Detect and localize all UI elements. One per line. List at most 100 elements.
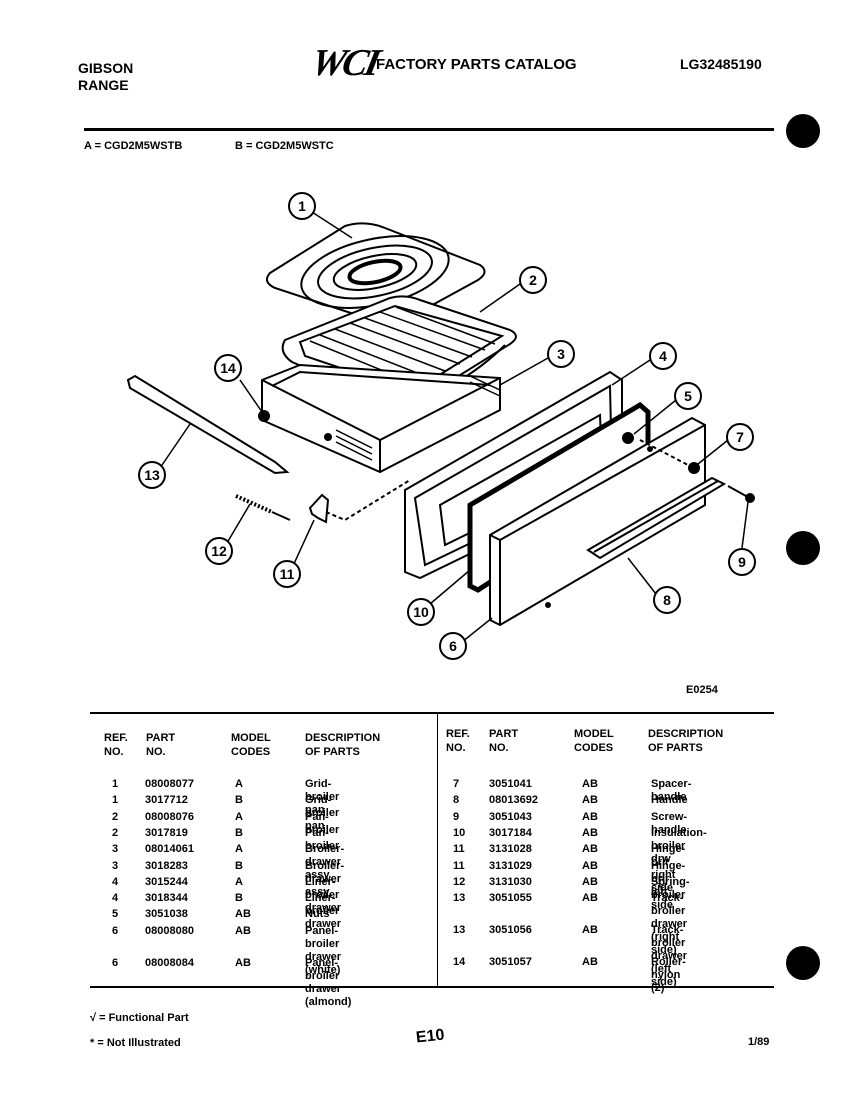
cell-desc: Roller-nylon (2) [651,956,686,995]
cell-model: B [235,794,243,807]
callout-5: 5 [674,382,702,410]
cell-ref: 1 [112,794,119,807]
svg-text:2: 2 [529,272,537,288]
svg-text:12: 12 [211,543,227,559]
table-top-rule [90,712,774,714]
svg-text:3: 3 [557,346,565,362]
cell-part: 3051056 [489,924,532,937]
callout-4: 4 [649,342,677,370]
callout-11: 11 [273,560,301,588]
cell-part: 3131029 [489,859,532,872]
callout-7: 7 [726,423,754,451]
cell-ref: 11 [453,843,465,856]
callout-14: 14 [214,354,242,382]
callout-12: 12 [205,537,233,565]
cell-part: 08008080 [145,924,194,937]
cell-part: 3051038 [145,908,188,921]
callouts: 1 2 3 4 5 6 7 8 9 10 11 12 13 14 [138,192,756,660]
cell-desc: Grid-broiler pan [305,794,340,833]
nut-part [622,432,634,444]
table-divider [437,714,438,986]
cell-desc: Broiler-drawer assy [305,859,345,898]
catalog-number: LG32485190 [680,56,762,72]
binder-hole-middle [786,531,820,565]
brand-name: GIBSON RANGE [78,60,133,94]
screw-part [727,485,755,503]
header-ref-left: REF.NO. [104,732,128,758]
cell-part: 08013692 [489,794,538,807]
cell-ref: 4 [112,875,119,888]
spring-broiler-part [235,494,291,521]
cell-model: AB [582,924,598,937]
svg-text:13: 13 [144,467,160,483]
cell-desc: Nuts [305,908,330,921]
cell-desc: Insulation-broiler drw [651,826,707,865]
callout-6: 6 [439,632,467,660]
cell-part: 08008076 [145,810,194,823]
model-a-label: A = CGD2M5WSTB [84,140,183,152]
cell-desc: Spring-broiler [651,875,690,901]
header-rule [84,128,774,131]
cell-desc: Panel-broiler drawer (white) [305,924,342,976]
callout-9: 9 [728,548,756,576]
cell-ref: 2 [112,810,119,823]
callout-13: 13 [138,461,166,489]
cell-part: 3051041 [489,778,532,790]
cell-ref: 13 [453,924,466,937]
cell-model: B [235,826,243,839]
svg-text:6: 6 [449,638,457,654]
cell-model: A [235,810,243,823]
cell-part: 3018344 [145,892,188,905]
page-number: E10 [415,1026,446,1047]
cell-desc: Screw-handle [651,810,688,836]
cell-part: 3051043 [489,810,532,823]
callout-10: 10 [407,598,435,626]
cell-model: AB [235,956,251,969]
cell-model: AB [235,908,251,921]
cell-model: AB [582,892,598,905]
cell-desc: Pan-broiler [305,826,340,852]
exploded-diagram: 1 2 3 4 5 6 7 8 9 10 11 12 13 14 [126,192,756,660]
callout-3: 3 [547,340,575,368]
cell-part: 3017712 [145,794,188,807]
cell-part: 3051057 [489,956,532,969]
svg-text:7: 7 [736,429,744,445]
brand-line-1: GIBSON [78,60,134,76]
cell-ref: 2 [112,826,119,839]
track-broiler-part [126,374,290,475]
cell-desc: Handle [651,794,688,807]
cell-desc: Spacer-handle [651,778,692,803]
cell-desc: Pan-broiler [305,810,340,836]
cell-model: AB [582,826,598,839]
cell-ref: 14 [453,956,466,969]
figure-code: E0254 [686,684,718,696]
cell-model: B [235,892,243,905]
roller-part [258,410,270,422]
cell-ref: 3 [112,859,119,872]
svg-text:5: 5 [684,388,692,404]
cell-part: 3131028 [489,843,532,856]
svg-text:10: 10 [413,604,429,620]
cell-model: AB [582,778,598,790]
table-bottom-rule [90,986,774,988]
cell-desc: Panel-broiler drawer (almond) [305,956,352,1008]
cell-ref: 10 [453,826,466,839]
cell-model: AB [235,924,251,937]
cell-ref: 7 [453,778,460,790]
brand-line-2: RANGE [78,77,129,93]
cell-part: 08008084 [145,956,194,969]
cell-part: 08014061 [145,843,194,856]
cell-part: 3131030 [489,875,532,888]
cell-desc: Hinge-brlr left side [651,859,686,911]
cell-desc: Track-broiler drawer (left side) [651,924,688,989]
svg-text:8: 8 [663,592,671,608]
hinge-part [308,493,330,524]
header-ref-right: REF.NO. [446,728,470,754]
cell-ref: 6 [112,956,119,969]
catalog-title: FACTORY PARTS CATALOG [376,56,577,73]
cell-model: A [235,843,243,856]
